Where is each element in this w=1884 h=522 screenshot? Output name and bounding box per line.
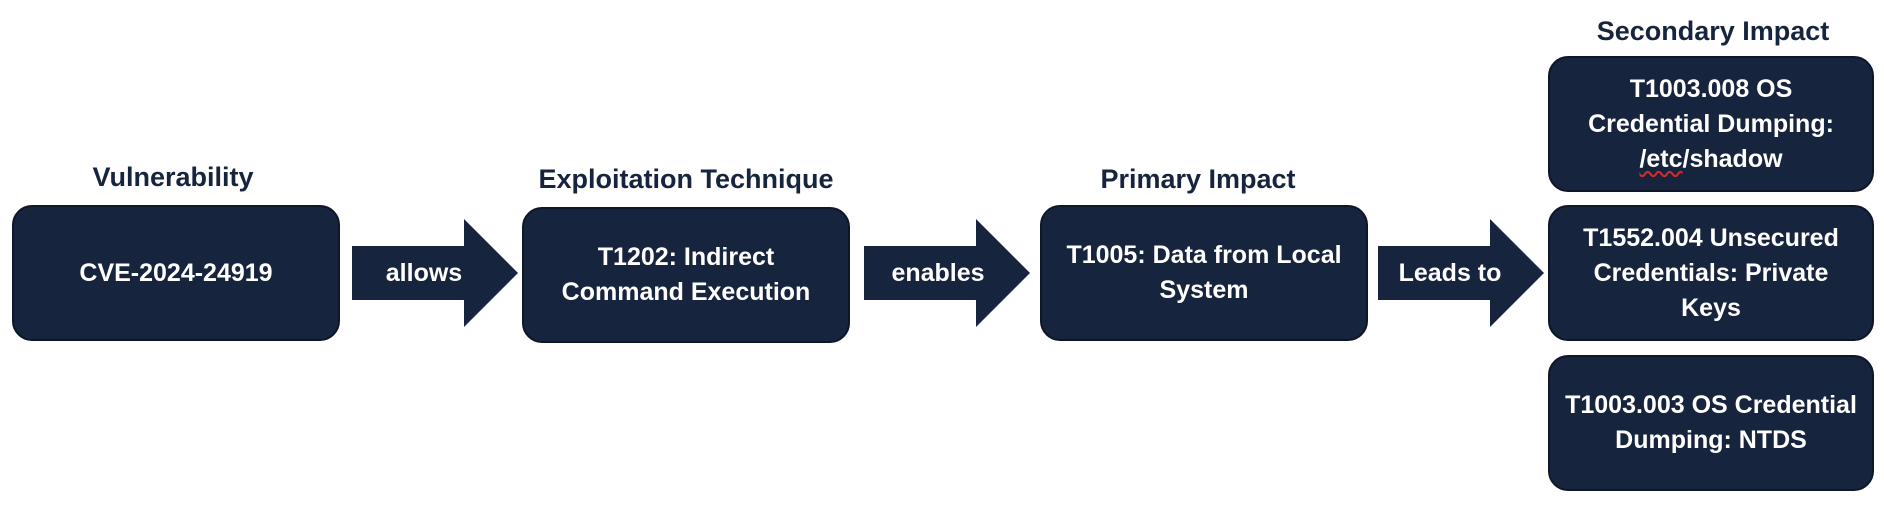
arrow-enables-shape bbox=[864, 219, 1030, 327]
edge-label-allows: allows bbox=[385, 258, 463, 287]
node-exploitation-technique: T1202: Indirect Command Execution bbox=[522, 207, 850, 343]
arrow-leads-to-shape bbox=[1378, 219, 1544, 327]
edge-label-enables: enables bbox=[891, 258, 985, 287]
node-secondary-credential-dumping-ntds: T1003.003 OS Credential Dumping: NTDS bbox=[1548, 355, 1874, 491]
node-secondary-1-line3-rest: /shadow bbox=[1682, 144, 1783, 173]
node-primary-label: T1005: Data from Local System bbox=[1066, 241, 1342, 304]
node-secondary-1-line1: T1003.008 OS bbox=[1629, 74, 1793, 103]
node-primary-impact: T1005: Data from Local System bbox=[1040, 205, 1368, 341]
node-secondary-1-line2: Credential Dumping: bbox=[1588, 109, 1834, 138]
heading-exploitation-technique: Exploitation Technique bbox=[538, 164, 834, 194]
arrow-allows: allows bbox=[352, 219, 518, 327]
node-vulnerability: CVE-2024-24919 bbox=[12, 205, 340, 341]
node-exploitation-label: T1202: Indirect Command Execution bbox=[561, 243, 811, 306]
node-secondary-2-label: T1552.004 Unsecured Credentials: Private… bbox=[1583, 223, 1839, 322]
node-secondary-1-label: T1003.008 OS Credential Dumping: /etc/sh… bbox=[1588, 72, 1834, 177]
spellcheck-underlined-word: /etc bbox=[1639, 144, 1683, 173]
node-vulnerability-label: CVE-2024-24919 bbox=[79, 258, 273, 287]
heading-vulnerability: Vulnerability bbox=[92, 162, 254, 192]
node-secondary-3-label: T1003.003 OS Credential Dumping: NTDS bbox=[1565, 391, 1857, 454]
arrow-enables: enables bbox=[864, 219, 1030, 327]
arrow-allows-shape bbox=[352, 219, 518, 327]
heading-primary-impact: Primary Impact bbox=[1100, 164, 1296, 194]
arrow-leads-to: Leads to bbox=[1378, 219, 1544, 327]
node-secondary-credential-dumping-shadow: T1003.008 OS Credential Dumping: /etc/sh… bbox=[1548, 56, 1874, 192]
edge-label-leads-to: Leads to bbox=[1398, 258, 1502, 287]
heading-secondary-impact: Secondary Impact bbox=[1596, 16, 1830, 46]
node-secondary-private-keys: T1552.004 Unsecured Credentials: Private… bbox=[1548, 205, 1874, 341]
